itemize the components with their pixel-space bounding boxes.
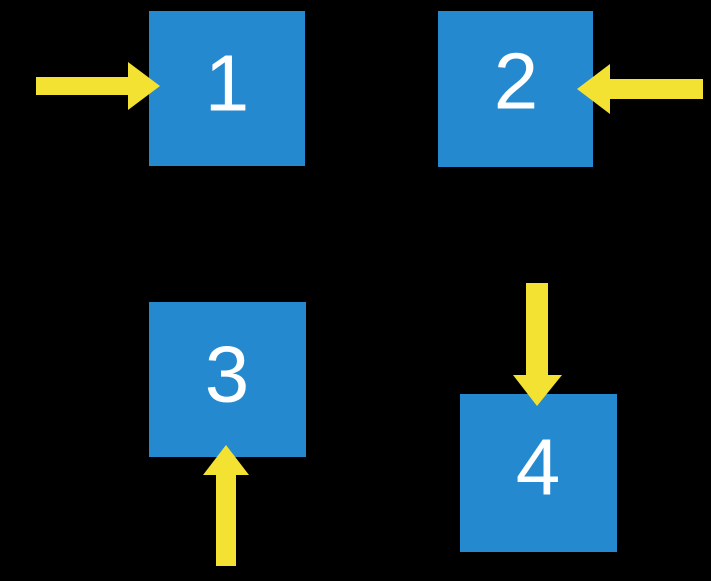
box-1 <box>149 11 305 166</box>
box-2-label: 2 <box>494 37 539 126</box>
arrow-right-icon <box>36 62 160 110</box>
box-1-label: 1 <box>205 39 250 128</box>
arrow-down-icon <box>513 283 562 406</box>
box-2 <box>438 11 593 167</box>
arrow-up-icon <box>203 445 249 566</box>
box-3-label: 3 <box>205 330 250 419</box>
box-4 <box>460 394 617 552</box>
box-4-label: 4 <box>516 423 561 512</box>
arrow-left-icon <box>577 64 703 114</box>
box-3 <box>149 302 306 457</box>
